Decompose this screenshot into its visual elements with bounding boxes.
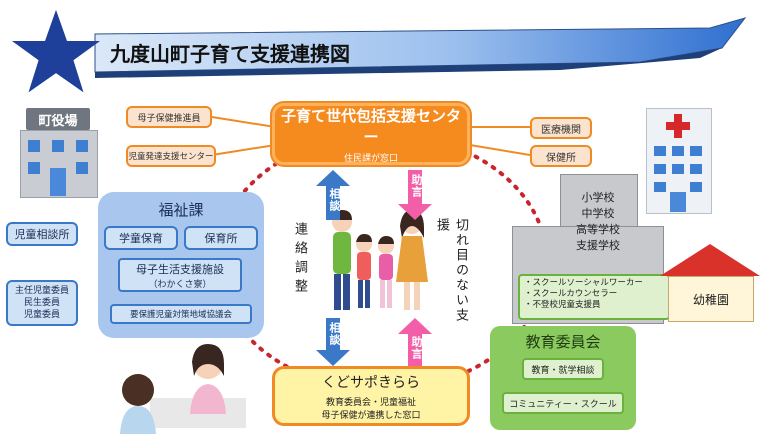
health-center-tag: 保健所	[530, 145, 592, 167]
medical-institution-tag: 医療機関	[530, 117, 592, 139]
commissioner-chief: 主任児童委員	[14, 286, 69, 296]
seamless-support-text: 切れ目のない支援	[434, 218, 468, 323]
child-consultation-center-tag: 児童相談所	[6, 222, 78, 246]
school-elementary: 小学校	[581, 191, 615, 204]
school-levels: 小学校 中学校 高等学校 支援学校	[560, 190, 636, 254]
arrow-down-advice-top	[398, 170, 432, 220]
after-school-care-tag: 学童保育	[104, 226, 178, 250]
mother-child-facility-label: 母子生活支援施設	[136, 262, 224, 276]
staff-truancy-support: ・不登校児童支援員	[524, 300, 601, 310]
protection-council-tag: 要保護児童対策地域協議会	[110, 304, 252, 324]
consult-label-top: 相談	[328, 188, 341, 212]
staff-social-worker: ・スクールソーシャルワーカー	[524, 278, 643, 288]
school-high: 高等学校	[576, 223, 620, 236]
kindergarten-roof	[660, 244, 760, 276]
kudo-sub1: 教育委員会・児童福祉	[325, 397, 416, 408]
nursery-tag: 保育所	[184, 226, 258, 250]
arrow-up-consult-top	[316, 170, 350, 220]
counseling-illustration	[120, 344, 246, 434]
town-hall-sign: 町役場	[26, 108, 90, 130]
red-cross-icon	[666, 114, 690, 138]
mother-child-facility-sub: （わかくさ寮）	[148, 279, 212, 290]
consult-label-bottom: 相談	[328, 322, 341, 346]
school-staff-box: ・スクールソーシャルワーカー ・スクールカウンセラー ・不登校児童支援員	[518, 274, 670, 320]
school-junior-high: 中学校	[581, 207, 615, 220]
center-box: 子育て世代包括支援センター 住民課が窓口	[272, 103, 470, 165]
kudo-title: くどサポきらら	[322, 374, 420, 391]
education-board-title: 教育委員会	[525, 332, 601, 351]
kudo-support-box: くどサポきらら 教育委員会・児童福祉 母子保健が連携した窓口	[272, 366, 470, 426]
advice-label-top: 助言	[410, 174, 423, 198]
hospital-illustration	[640, 108, 716, 214]
community-school-tag: コミュニティー・スクール	[502, 392, 624, 414]
kudo-sub2: 母子保健が連携した窓口	[321, 410, 421, 421]
school-special: 支援学校	[576, 239, 620, 252]
town-hall-illustration: 町役場	[18, 108, 98, 198]
advice-label-bottom: 助言	[410, 336, 423, 360]
kindergarten-box: 幼稚園	[668, 276, 754, 322]
commissioner-child: 児童委員	[23, 310, 60, 320]
child-development-center-tag: 児童発達支援センター	[126, 145, 216, 167]
mother-child-facility-box: 母子生活支援施設 （わかくさ寮）	[118, 258, 242, 292]
center-sub: 住民課が窓口	[343, 153, 398, 164]
page-title: 九度山町子育て支援連携図	[110, 42, 350, 66]
title-banner	[94, 17, 747, 78]
arrow-up-advice-bottom	[398, 318, 432, 366]
staff-counselor: ・スクールカウンセラー	[524, 289, 618, 299]
education-consultation-tag: 教育・就学相談	[522, 358, 604, 380]
commissioners-box: 主任児童委員 民生委員 児童委員	[6, 280, 78, 326]
maternal-health-promoter-tag: 母子保健推進員	[126, 106, 212, 128]
cooperation-text: 連絡調整	[292, 222, 307, 298]
center-title: 子育て世代包括支援センター	[280, 106, 461, 146]
arrow-down-consult-bottom	[316, 318, 350, 366]
star-icon	[12, 9, 100, 93]
welfare-title: 福祉課	[158, 200, 204, 219]
commissioner-welfare: 民生委員	[23, 298, 60, 308]
